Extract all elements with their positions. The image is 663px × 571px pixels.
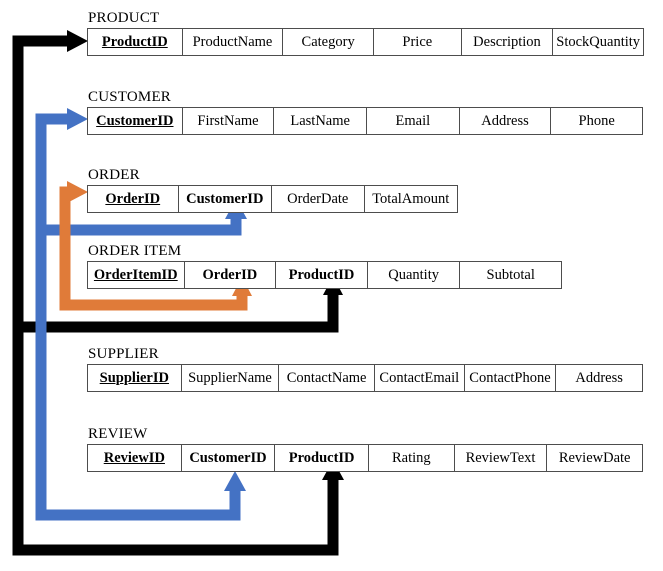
attribute-cell-category: Category	[283, 29, 374, 55]
attribute-cell-reviewtext: ReviewText	[455, 445, 548, 471]
attribute-cell-productid: ProductID	[275, 445, 369, 471]
attribute-cell-orderitemid: OrderItemID	[88, 262, 185, 288]
attribute-cell-address: Address	[460, 108, 552, 134]
attribute-cell-lastname: LastName	[274, 108, 367, 134]
attribute-cell-firstname: FirstName	[183, 108, 275, 134]
attribute-cell-supplierid: SupplierID	[88, 365, 182, 391]
entity-title-product: PRODUCT	[88, 10, 160, 26]
attribute-cell-suppliername: SupplierName	[182, 365, 280, 391]
attribute-cell-customerid: CustomerID	[182, 445, 276, 471]
attribute-cell-productname: ProductName	[183, 29, 284, 55]
attribute-cell-orderid: OrderID	[185, 262, 277, 288]
entity-title-review: REVIEW	[88, 426, 148, 442]
attribute-cell-description: Description	[462, 29, 554, 55]
entity-title-order: ORDER	[88, 167, 140, 183]
attribute-cell-rating: Rating	[369, 445, 455, 471]
attribute-cell-customerid: CustomerID	[88, 108, 183, 134]
attribute-cell-orderdate: OrderDate	[272, 186, 365, 212]
attribute-cell-email: Email	[367, 108, 460, 134]
attribute-cell-contactname: ContactName	[279, 365, 375, 391]
entity-title-order-item: ORDER ITEM	[88, 243, 182, 259]
attribute-cell-productid: ProductID	[276, 262, 368, 288]
attribute-cell-totalamount: TotalAmount	[372, 191, 450, 207]
attribute-cell-quantity: Quantity	[368, 262, 461, 288]
attribute-cell-stockquantity: StockQuantity	[556, 34, 641, 50]
attribute-cell-address: Address	[575, 370, 623, 386]
attribute-cell-reviewdate: ReviewDate	[558, 450, 631, 466]
attribute-cell-reviewid: ReviewID	[88, 445, 182, 471]
attribute-cell-orderid: OrderID	[88, 186, 179, 212]
attribute-cell-productid: ProductID	[88, 29, 183, 55]
attribute-cell-contactemail: ContactEmail	[375, 365, 465, 391]
entity-title-supplier: SUPPLIER	[88, 346, 159, 362]
attribute-cell-price: Price	[374, 29, 462, 55]
attribute-cell-customerid: CustomerID	[179, 186, 273, 212]
entity-title-customer: CUSTOMER	[88, 89, 172, 105]
attribute-cell-contactphone: ContactPhone	[465, 365, 557, 391]
attribute-cell-phone: Phone	[578, 113, 615, 129]
attribute-cell-subtotal: Subtotal	[486, 267, 535, 283]
